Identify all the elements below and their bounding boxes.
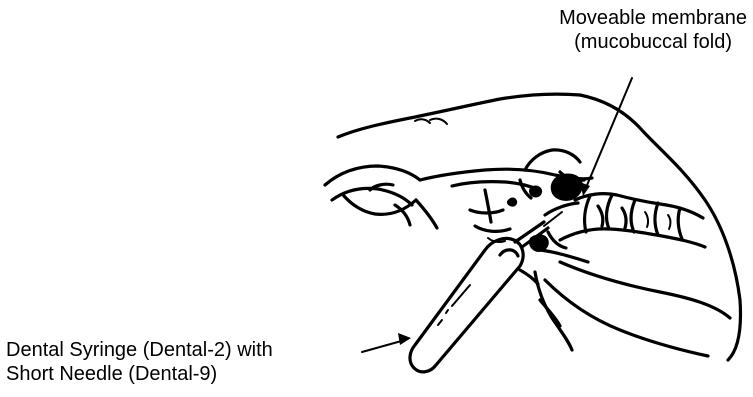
syringe-label-line1: Dental Syringe (Dental-2) with [6,338,273,362]
teeth-row [545,194,705,248]
membrane-label: Moveable membrane (mucobuccal fold) [559,6,747,54]
gingiva-fold [420,150,592,242]
syringe-leader [362,333,411,352]
lip-contour-left [325,166,437,228]
membrane-label-line2: (mucobuccal fold) [559,30,747,54]
syringe-label: Dental Syringe (Dental-2) with Short Nee… [6,338,273,386]
syringe-label-line2: Short Needle (Dental-9) [6,362,273,386]
lower-jaw-outline [535,250,730,356]
membrane-label-line1: Moveable membrane [559,6,747,30]
